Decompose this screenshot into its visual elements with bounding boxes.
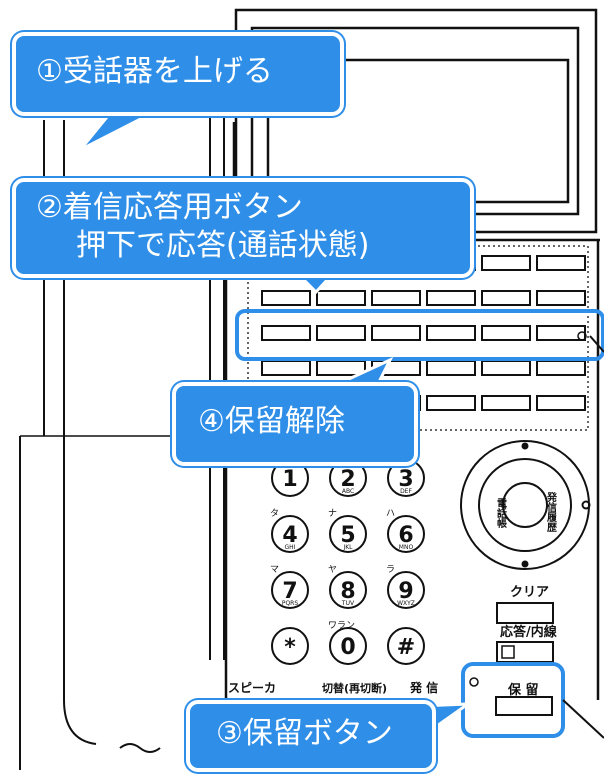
keypad-key-letters: PQRS — [282, 600, 299, 607]
function-key — [371, 290, 421, 306]
keypad-key-kana: ヤ — [328, 565, 337, 575]
answer-internal-key — [496, 641, 554, 663]
callout-release-hold: ④保留解除 — [172, 382, 418, 466]
function-key — [426, 360, 476, 376]
release-hold-highlight — [235, 309, 604, 361]
callout-incoming: ②着信応答用ボタン 押下で応答(通話状態) — [12, 178, 474, 278]
function-key — [316, 360, 366, 376]
callout-incoming-line1: ②着信応答用ボタン — [36, 190, 303, 225]
function-key — [481, 325, 531, 341]
keypad-key-kana: ラ — [386, 564, 395, 575]
keypad-key — [387, 515, 425, 553]
keypad-key-letters: DEF — [400, 488, 412, 495]
function-key — [426, 395, 476, 411]
function-key — [536, 360, 586, 376]
hold-indicator-dot — [469, 677, 479, 687]
callout-handset-text: ①受話器を上げる — [36, 54, 273, 89]
keypad-key-digit: 3 — [398, 467, 413, 492]
function-key — [261, 325, 311, 341]
keypad-key — [329, 515, 367, 553]
redial-label: 切替(再切断) — [322, 681, 387, 695]
keypad-key-digit: 7 — [282, 579, 297, 604]
answer-internal-label: 応答/内線 — [500, 624, 558, 640]
function-key — [426, 290, 476, 306]
keypad-key-digit: 1 — [282, 467, 297, 492]
keypad-key-kana: ナ — [328, 508, 337, 519]
keypad-key-digit: 0 — [340, 635, 355, 660]
release-hold-pointer-line — [589, 335, 604, 353]
navigation-pad — [460, 440, 591, 570]
keypad-key-kana: ワラン — [328, 620, 355, 631]
function-key — [371, 325, 421, 341]
send-label: 発 信 — [409, 680, 438, 695]
callout-hold-button: ③保留ボタン — [186, 700, 436, 772]
keypad-key-kana: ハ — [386, 509, 395, 519]
function-key — [316, 290, 366, 306]
keypad-key-letters: JKL — [342, 544, 353, 551]
function-key — [481, 360, 531, 376]
keypad-key — [271, 627, 309, 665]
keypad-key-kana: タ — [270, 508, 279, 519]
keypad-key — [387, 571, 425, 609]
keypad-key-letters: TUV — [341, 600, 355, 607]
function-key — [261, 290, 311, 306]
keypad-key-letters: MNO — [399, 544, 414, 551]
function-key — [481, 290, 531, 306]
keypad-key — [271, 515, 309, 553]
keypad-key-letters: WXYZ — [397, 600, 415, 607]
callout-release-hold-text: ④保留解除 — [198, 404, 345, 439]
keypad-key — [329, 571, 367, 609]
function-key — [481, 395, 531, 411]
function-key — [481, 255, 531, 271]
callout-handset: ①受話器を上げる — [12, 32, 344, 116]
keypad-key-digit: 6 — [398, 523, 413, 548]
nav-left-label: 電話帳 — [495, 498, 507, 529]
clear-key — [496, 602, 554, 624]
keypad-key-digit: 4 — [282, 523, 297, 548]
function-key — [536, 255, 586, 271]
keypad-key — [329, 627, 367, 665]
keypad-key-digit: * — [284, 635, 296, 660]
speaker-label: スピーカ — [228, 681, 276, 695]
keypad-key-digit: 9 — [398, 579, 413, 604]
keypad-key-letters: ABC — [342, 488, 354, 495]
function-key — [536, 290, 586, 306]
hold-pointer-line — [562, 699, 604, 739]
keypad-key — [387, 627, 425, 665]
keypad-key-digit: 5 — [340, 523, 355, 548]
keypad-key-digit: 2 — [340, 467, 355, 492]
function-key — [316, 325, 366, 341]
clear-label: クリア — [510, 585, 549, 600]
release-hold-led — [577, 331, 587, 341]
callout-incoming-line2: 押下で応答(通話状態) — [76, 228, 370, 263]
handset-cord — [119, 743, 161, 753]
keypad-key — [271, 571, 309, 609]
keypad-key-kana: マ — [270, 565, 279, 575]
keypad-key-digit: # — [397, 635, 415, 660]
keypad-key-digit: 8 — [340, 579, 355, 604]
callout-hold-button-text: ③保留ボタン — [216, 716, 393, 751]
function-key — [261, 360, 311, 376]
hold-key — [495, 696, 553, 716]
answer-internal-led — [501, 645, 515, 659]
function-key — [536, 395, 586, 411]
function-key — [426, 325, 476, 341]
nav-right-label: 発信履歴 — [545, 491, 558, 533]
keypad-key-letters: GHI — [285, 544, 296, 551]
hold-label: 保 留 — [507, 682, 539, 698]
